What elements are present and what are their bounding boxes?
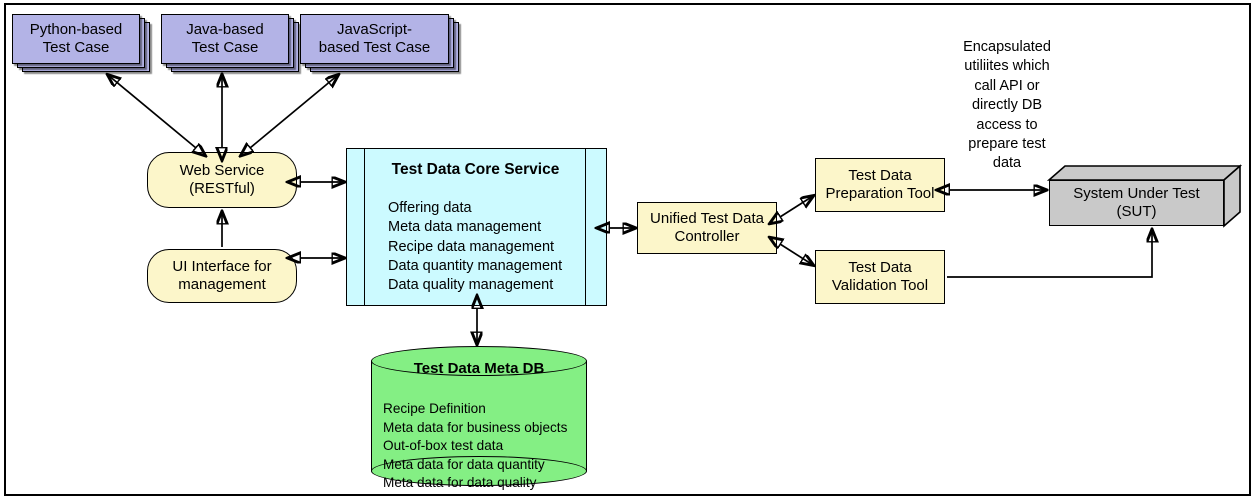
annotation-line: data [992, 155, 1022, 172]
database-content-list: Recipe Definition Meta data for business… [383, 400, 567, 493]
sut-front-face: System Under Test (SUT) [1049, 180, 1224, 226]
database-content-item: Meta data for data quality [383, 475, 537, 491]
core-service-feature-list: Offering data Meta data management Recip… [388, 199, 562, 295]
sut-label-line1: System Under Test [1073, 184, 1200, 202]
ui-interface-node[interactable]: UI Interface for management [147, 249, 297, 303]
test-case-stack-java[interactable]: Java-based Test Case [161, 14, 299, 72]
annotation-line: access to [976, 116, 1038, 133]
test-data-validation-tool[interactable]: Test Data Validation Tool [815, 250, 945, 304]
diagram-border [4, 3, 1251, 496]
annotation-line: Encapsulated [963, 39, 1051, 55]
annotation-line: call API or [974, 77, 1040, 94]
preparation-tool-label-line1: Test Data [848, 166, 912, 184]
sut-3d-shading [1046, 164, 1243, 228]
test-case-stack-python[interactable]: Python-based Test Case [12, 14, 150, 72]
test-data-meta-db[interactable]: Test Data Meta DB Recipe Definition Meta… [371, 346, 587, 490]
annotation-line: prepare test [968, 136, 1046, 153]
stack-sheet-front [12, 14, 140, 64]
test-data-preparation-tool[interactable]: Test Data Preparation Tool [815, 158, 945, 212]
ui-interface-label-line2: management [178, 276, 266, 293]
database-content-item: Recipe Definition [383, 401, 486, 416]
core-service-feature: Offering data [388, 200, 472, 216]
test-case-label-line2: Test Case [191, 39, 259, 56]
ui-interface-label-line1: UI Interface for [172, 257, 272, 275]
controller-label-line1: Unified Test Data [650, 209, 764, 227]
validation-tool-label-line2: Validation Tool [831, 277, 929, 294]
test-case-label-line2: Test Case [42, 39, 110, 56]
core-service-title: Test Data Core Service [391, 161, 560, 178]
annotation-line: directly DB [971, 97, 1043, 114]
cylinder-body [371, 361, 587, 471]
core-service-feature: Recipe data management [388, 238, 555, 255]
sut-label-line2: (SUT) [1116, 203, 1157, 220]
web-service-label-line2: (RESTful) [189, 180, 255, 197]
test-case-label-line1: JavaScript- [336, 21, 413, 38]
cylinder-top [371, 346, 587, 376]
test-case-label-line1: Java-based [186, 21, 264, 38]
stack-sheet-front [161, 14, 289, 64]
stack-sheet-front [300, 14, 449, 64]
test-case-label-line1: Python-based [29, 21, 123, 38]
component-rail-right [585, 149, 586, 305]
system-under-test[interactable]: System Under Test (SUT) [1046, 164, 1243, 228]
database-title: Test Data Meta DB [413, 360, 545, 377]
component-rail-left [364, 149, 365, 305]
cylinder-bottom [371, 456, 587, 486]
controller-label-line2: Controller [674, 228, 740, 245]
database-content-item: Meta data for data quantity [383, 456, 545, 472]
test-data-core-service[interactable]: Test Data Core Service Offering data Met… [346, 148, 607, 306]
encapsulated-utilities-note: Encapsulated utiliites which call API or… [937, 38, 1077, 174]
test-case-stack-javascript[interactable]: JavaScript- based Test Case [300, 14, 460, 72]
unified-test-data-controller[interactable]: Unified Test Data Controller [637, 202, 777, 254]
core-service-feature: Data quality management [388, 277, 554, 294]
database-content-item: Out-of-box test data [383, 438, 504, 454]
core-service-feature: Data quantity management [388, 257, 563, 274]
database-content-item: Meta data for business objects [383, 419, 568, 435]
preparation-tool-label-line2: Preparation Tool [825, 185, 935, 202]
test-case-label-line2: based Test Case [318, 39, 431, 56]
web-service-node[interactable]: Web Service (RESTful) [147, 152, 297, 208]
core-service-feature: Meta data management [388, 219, 542, 236]
web-service-label-line1: Web Service [179, 161, 265, 179]
annotation-line: utiliites which [964, 58, 1050, 75]
validation-tool-label-line1: Test Data [848, 258, 912, 276]
